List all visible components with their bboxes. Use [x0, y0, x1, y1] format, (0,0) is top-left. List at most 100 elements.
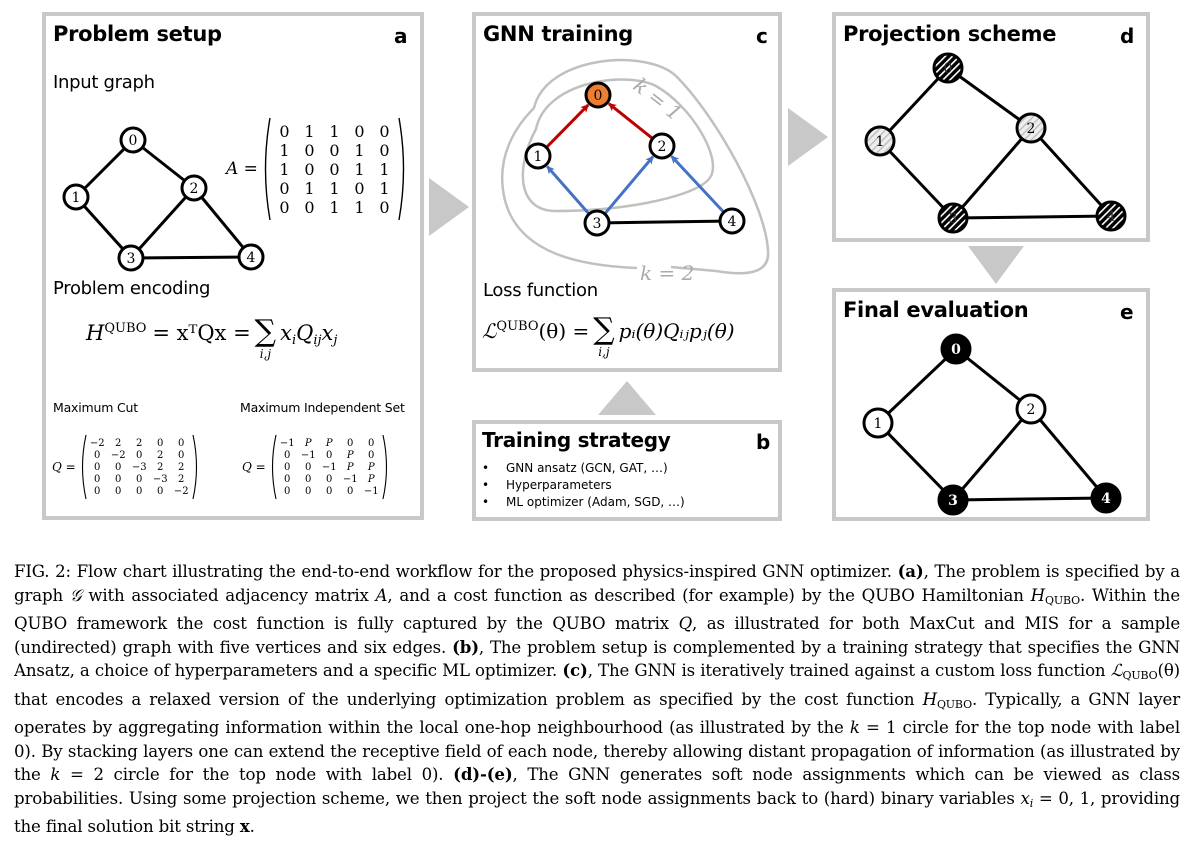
adjacency-cell: 0 [379, 197, 390, 217]
caption-text: that encodes a relaxed version of the un… [14, 689, 923, 709]
graph-node: 3 [937, 484, 969, 516]
caption-text: . Within the QUBO framework the cost fun… [14, 585, 1180, 634]
node-label: 0 [951, 342, 961, 358]
caption-bold: (c) [562, 660, 588, 680]
sum-index: i,j [598, 345, 610, 359]
mis-cell: −1 [321, 461, 337, 473]
node-label: 0 [594, 88, 603, 104]
maxcut-cell: 2 [136, 437, 143, 449]
figure-caption: FIG. 2: Flow chart illustrating the end-… [14, 560, 1180, 839]
receptive-field-k2 [500, 58, 770, 275]
mis-cell: −1 [300, 449, 316, 461]
maxcut-cell: −2 [89, 437, 105, 449]
graph-node: 4 [718, 207, 746, 235]
graph-edge [130, 255, 252, 260]
panel-e-title: Final evaluation [843, 298, 1029, 322]
adjacency-cell: 1 [354, 159, 365, 179]
graph-edge [878, 139, 955, 220]
adjacency-cell: 1 [329, 121, 340, 141]
maxcut-cell: 0 [178, 449, 185, 461]
message-arrow [546, 165, 591, 215]
node-label: 2 [658, 139, 667, 155]
graph-edge [596, 219, 733, 225]
caption-math: ℒQUBO(θ) [1110, 661, 1180, 682]
adjacency-cell: 0 [279, 121, 290, 141]
caption-text: , The problem is specified by a graph [14, 562, 1181, 605]
mis-cell: 0 [284, 461, 291, 473]
mis-cell: 0 [305, 461, 312, 473]
adjacency-cell: 1 [304, 121, 315, 141]
message-arrow [545, 103, 590, 149]
node-label: 3 [948, 493, 958, 509]
maxcut-cell: 0 [136, 473, 143, 485]
node-label: 4 [1101, 491, 1111, 507]
panel-a-letter: a [394, 24, 408, 48]
graph-node: 4 [1090, 482, 1122, 514]
caption-text: . [249, 817, 255, 836]
adjacency-cell: 1 [304, 178, 315, 198]
caption-bold: (a) [897, 561, 924, 581]
adjacency-cell: 1 [379, 178, 390, 198]
node-label: 1 [874, 416, 883, 432]
mis-cell: 0 [284, 449, 291, 461]
training-strategy-item-label: ML optimizer (Adam, SGD, …) [506, 494, 685, 509]
graph-edge [951, 127, 1033, 219]
caption-text: , as illustrated for both MaxCut and MIS… [14, 614, 1180, 657]
graph-edge [129, 186, 196, 260]
training-strategy-item-label: GNN ansatz (GCN, GAT, …) [506, 460, 668, 475]
mis-cell: P [367, 461, 375, 473]
graph-node: 2 [1015, 393, 1047, 425]
caption-math: Q [678, 614, 693, 633]
maxcut-cell: 0 [136, 449, 143, 461]
mis-cell: 0 [284, 485, 291, 497]
mis-cell: −1 [342, 473, 358, 485]
panel-training-strategy: Training strategy b •GNN ansatz (GCN, GA… [472, 420, 782, 521]
graph-edge [947, 66, 1032, 130]
graph-node: 1 [524, 142, 552, 170]
graph-edge [876, 421, 955, 502]
graph-node: 3 [937, 202, 969, 234]
receptive-field-k1 [521, 78, 715, 213]
mis-cell: P [325, 437, 333, 449]
caption-text: Flow chart illustrating the end-to-end w… [70, 562, 898, 581]
caption-text: , The GNN generates soft node assignment… [14, 765, 1180, 808]
mis-cell: P [367, 473, 375, 485]
training-strategy-item: •Hyperparameters [482, 476, 685, 493]
highlighted-node: 0 [584, 81, 612, 109]
hamiltonian-rhs: xiQijxj [280, 321, 338, 348]
node-label: 2 [1027, 121, 1036, 137]
flow-arrow-a-to-c [429, 178, 469, 236]
maxcut-cell: −2 [173, 485, 189, 497]
mis-cell: 0 [368, 437, 375, 449]
maxcut-cell: 0 [94, 485, 101, 497]
hamiltonian-subscript: QUBO [104, 321, 147, 336]
caption-text: . Typically, a GNN layer operates by agg… [14, 689, 1180, 738]
mis-cell: 0 [326, 485, 333, 497]
node-label: 1 [72, 190, 81, 206]
panel-b-letter: b [756, 430, 771, 454]
graph-node: 2 [1015, 112, 1047, 144]
graph-node: 0 [940, 333, 972, 365]
adjacency-cell: 1 [329, 178, 340, 198]
input-graph-label: Input graph [53, 72, 155, 93]
maxcut-cell: 0 [136, 485, 143, 497]
maxcut-cell: 0 [115, 485, 122, 497]
caption-text: = 0, 1, providing the final solution bit… [14, 788, 1181, 837]
flow-arrow-d-to-e [968, 246, 1024, 284]
maxcut-cell: 2 [157, 449, 164, 461]
node-label: 4 [247, 250, 256, 266]
message-arrow [670, 155, 725, 214]
mis-lhs: Q = [242, 460, 266, 474]
maxcut-cell: 0 [94, 449, 101, 461]
graph-edge [1029, 126, 1113, 218]
